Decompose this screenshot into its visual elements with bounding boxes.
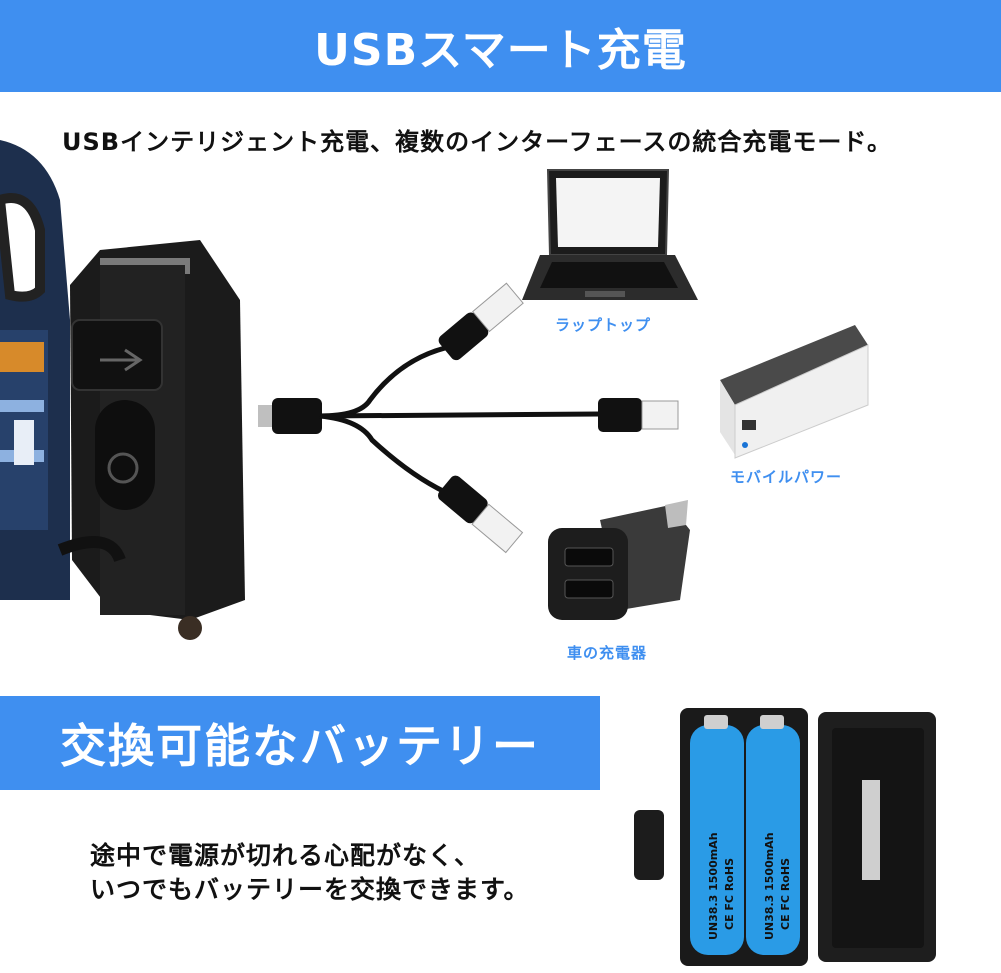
battery-banner: 交換可能なバッテリー: [0, 696, 600, 790]
battery-label-4: CE FC RoHS: [779, 858, 792, 930]
battery-label-2: CE FC RoHS: [723, 858, 736, 930]
laptop-image: [522, 169, 698, 300]
car-charger-image: [548, 500, 690, 620]
usb-y-cable-image: [258, 282, 679, 554]
battery-label-1: UN38.3 1500mAh: [707, 832, 720, 940]
battery-label-3: UN38.3 1500mAh: [763, 832, 776, 940]
battery-case-image: UN38.3 1500mAh CE FC RoHS UN38.3 1500mAh…: [634, 708, 936, 966]
laptop-caption: ラップトップ: [555, 316, 652, 334]
usb-charging-subtitle: USBインテリジェント充電、複数のインターフェースの統合充電モード。: [62, 128, 892, 156]
top-banner: USBスマート充電: [0, 0, 1001, 92]
headlamp-image: [0, 140, 245, 640]
top-banner-title: USBスマート充電: [314, 25, 687, 76]
battery-description-line2: いつでもバッテリーを交換できます。: [90, 875, 530, 904]
battery-banner-title: 交換可能なバッテリー: [60, 719, 540, 773]
power-bank-caption: モバイルパワー: [730, 468, 843, 486]
power-bank-image: [720, 325, 869, 459]
car-charger-caption: 車の充電器: [567, 644, 648, 662]
battery-description-line1: 途中で電源が切れる心配がなく、: [90, 841, 481, 870]
